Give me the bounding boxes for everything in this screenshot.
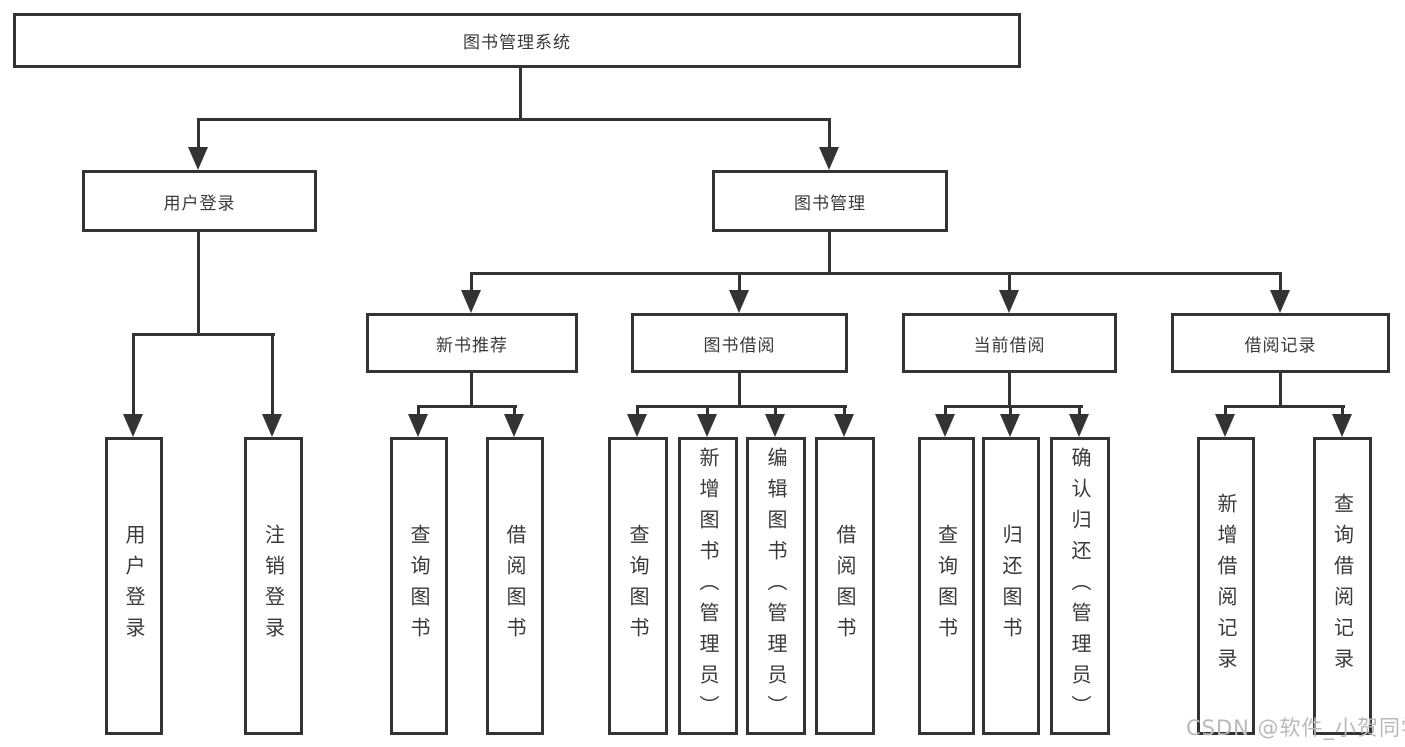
leaf-borrow-books-recommend-label: 借阅图书 xyxy=(503,524,527,648)
leaf-logout: 注销登录 xyxy=(244,437,303,735)
connector-current-borrow-branch xyxy=(944,405,1083,408)
node-root: 图书管理系统 xyxy=(13,13,1021,68)
connector-new-book-drop xyxy=(470,373,473,408)
connector-stem-current-borrow xyxy=(1008,272,1011,294)
node-user-login: 用户登录 xyxy=(82,170,317,232)
leaf-add-book-admin-label: 新增图书（管理员） xyxy=(696,446,720,726)
connector-stem xyxy=(706,405,709,418)
arrow-down-icon xyxy=(408,414,428,437)
connector-stem xyxy=(513,405,516,418)
connector-book-borrow-drop xyxy=(738,373,741,408)
leaf-query-books-borrow-label: 查询图书 xyxy=(626,524,650,648)
connector-user-login-branch xyxy=(132,333,275,336)
connector-stem xyxy=(1009,405,1012,418)
leaf-confirm-return-admin: 确认归还（管理员） xyxy=(1050,437,1110,735)
arrow-down-icon xyxy=(834,414,854,437)
leaf-edit-book-admin: 编辑图书（管理员） xyxy=(746,437,806,735)
arrow-down-icon xyxy=(999,290,1019,313)
arrow-down-icon xyxy=(819,147,839,170)
arrow-down-icon xyxy=(1069,414,1089,437)
node-book-management-label: 图书管理 xyxy=(794,193,866,214)
connector-stem-book-mgmt xyxy=(828,118,831,150)
connector-borrow-records-branch xyxy=(1224,405,1345,408)
leaf-query-books-recommend: 查询图书 xyxy=(390,437,448,735)
leaf-borrow-books-label: 借阅图书 xyxy=(833,524,857,648)
arrow-down-icon xyxy=(729,290,749,313)
connector-user-login-drop xyxy=(197,232,200,336)
leaf-borrow-books: 借阅图书 xyxy=(815,437,875,735)
connector-stem-borrow-records xyxy=(1279,272,1282,294)
leaf-return-books: 归还图书 xyxy=(982,437,1040,735)
arrow-down-icon xyxy=(1270,290,1290,313)
connector-stem xyxy=(1078,405,1081,418)
arrow-down-icon xyxy=(188,147,208,170)
connector-root-drop xyxy=(519,66,522,120)
node-book-management: 图书管理 xyxy=(712,170,948,232)
leaf-query-borrow-record-label: 查询借阅记录 xyxy=(1330,493,1355,679)
connector-book-borrow-branch xyxy=(636,405,847,408)
node-new-book-recommend-label: 新书推荐 xyxy=(436,335,508,356)
connector-borrow-records-drop xyxy=(1279,373,1282,408)
node-book-borrow: 图书借阅 xyxy=(631,313,848,373)
leaf-query-books-current-label: 查询图书 xyxy=(934,524,959,648)
leaf-add-borrow-record: 新增借阅记录 xyxy=(1197,437,1255,735)
connector-stem-book-borrow xyxy=(738,272,741,294)
connector-stem-user-login xyxy=(197,118,200,150)
node-current-borrow-label: 当前借阅 xyxy=(973,335,1046,356)
csdn-watermark: CSDN @软件_小贺同学 xyxy=(1186,716,1405,740)
connector-stem xyxy=(1224,405,1227,418)
node-current-borrow: 当前借阅 xyxy=(902,313,1117,373)
connector-stem-leaf-login xyxy=(132,333,135,417)
connector-level3-branch xyxy=(470,272,1282,275)
connector-stem xyxy=(843,405,846,418)
connector-stem-new-book xyxy=(470,272,473,294)
leaf-borrow-books-recommend: 借阅图书 xyxy=(486,437,544,735)
leaf-user-login-label: 用户登录 xyxy=(122,524,146,648)
arrow-down-icon xyxy=(1000,414,1020,437)
arrow-down-icon xyxy=(765,414,785,437)
node-borrow-records-label: 借阅记录 xyxy=(1244,335,1317,356)
node-new-book-recommend: 新书推荐 xyxy=(366,313,578,373)
arrow-down-icon xyxy=(461,290,481,313)
arrow-down-icon xyxy=(697,414,717,437)
connector-level2-branch xyxy=(197,118,831,121)
leaf-user-login: 用户登录 xyxy=(105,437,163,735)
connector-book-mgmt-drop xyxy=(828,232,831,275)
connector-stem xyxy=(944,405,947,418)
node-user-login-label: 用户登录 xyxy=(163,193,236,214)
leaf-query-books-current: 查询图书 xyxy=(918,437,975,735)
arrow-down-icon xyxy=(123,414,143,437)
arrow-down-icon xyxy=(627,414,647,437)
leaf-query-borrow-record: 查询借阅记录 xyxy=(1313,437,1372,735)
arrow-down-icon xyxy=(262,414,282,437)
leaf-query-books-borrow: 查询图书 xyxy=(608,437,668,735)
connector-stem xyxy=(1341,405,1344,418)
node-root-label: 图书管理系统 xyxy=(463,33,571,53)
connector-current-borrow-drop xyxy=(1008,373,1011,408)
node-borrow-records: 借阅记录 xyxy=(1171,313,1390,373)
leaf-add-book-admin: 新增图书（管理员） xyxy=(678,437,738,735)
connector-stem xyxy=(636,405,639,418)
leaf-logout-label: 注销登录 xyxy=(261,524,286,648)
arrow-down-icon xyxy=(1332,414,1352,437)
leaf-query-books-recommend-label: 查询图书 xyxy=(407,524,431,648)
arrow-down-icon xyxy=(504,414,524,437)
connector-stem-leaf-logout xyxy=(271,333,274,417)
leaf-add-borrow-record-label: 新增借阅记录 xyxy=(1214,493,1238,679)
leaf-confirm-return-admin-label: 确认归还（管理员） xyxy=(1068,446,1092,726)
node-book-borrow-label: 图书借阅 xyxy=(703,335,776,356)
connector-new-book-branch xyxy=(417,405,517,408)
connector-stem xyxy=(417,405,420,418)
leaf-return-books-label: 归还图书 xyxy=(999,524,1023,648)
connector-stem xyxy=(774,405,777,418)
leaf-edit-book-admin-label: 编辑图书（管理员） xyxy=(764,446,788,726)
arrow-down-icon xyxy=(935,414,955,437)
arrow-down-icon xyxy=(1215,414,1235,437)
